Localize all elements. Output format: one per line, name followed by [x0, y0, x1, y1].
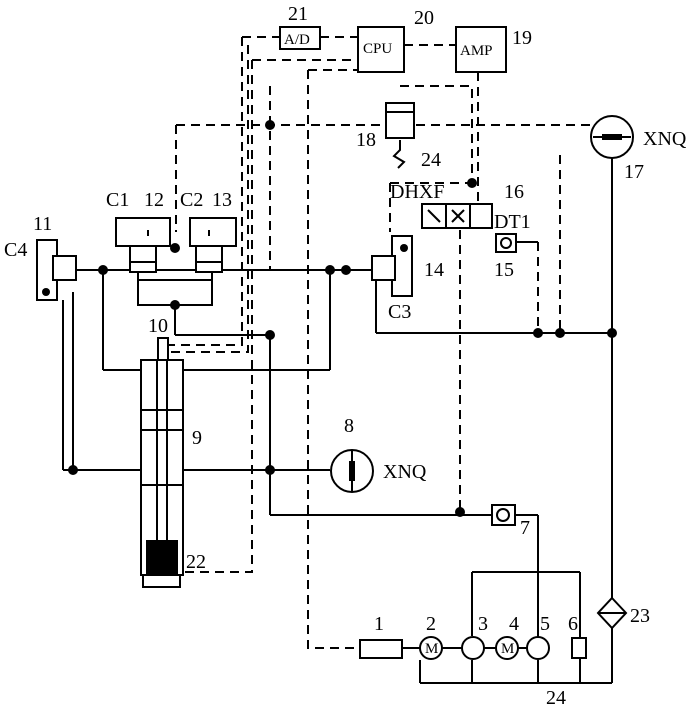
pump-group: M M	[359, 636, 587, 660]
label-8: 8	[344, 415, 354, 437]
label-16: 16	[504, 181, 524, 203]
label-7: 7	[520, 517, 530, 539]
label-3: 3	[478, 613, 488, 635]
c3-label: C3	[388, 301, 411, 323]
ad-converter: A/D	[279, 26, 321, 50]
c4-label: C4	[4, 239, 27, 261]
valve-11	[36, 239, 77, 301]
cpu-label: CPU	[363, 41, 392, 57]
label-24-top: 24	[421, 149, 441, 171]
xnq-8-label: XNQ	[383, 461, 427, 483]
cylinder-9	[140, 337, 184, 588]
check-valve-15	[495, 233, 517, 253]
label-9: 9	[192, 427, 202, 449]
valve-14	[371, 235, 413, 297]
ad-label: A/D	[284, 32, 310, 48]
svg-text:M: M	[501, 641, 514, 657]
label-14: 14	[424, 259, 444, 281]
c1-label: C1	[106, 189, 129, 211]
label-23: 23	[630, 605, 650, 627]
label-19: 19	[512, 27, 532, 49]
label-22: 22	[186, 551, 206, 573]
label-13: 13	[212, 189, 232, 211]
tank-18	[385, 102, 415, 169]
label-17: 17	[624, 161, 644, 183]
amp-label: AMP	[460, 43, 493, 59]
label-11: 11	[33, 213, 52, 235]
hydraulic-lines	[62, 155, 613, 684]
dhxf-label: DHXF	[390, 181, 444, 203]
label-20: 20	[414, 7, 434, 29]
label-12: 12	[144, 189, 164, 211]
directional-valve-16	[421, 203, 493, 229]
label-21: 21	[288, 3, 308, 25]
accumulator-17: XNQ	[590, 115, 687, 159]
component-labels: 21 20 19 18 24 DHXF 16 DT1 17 C1 12 C2 1…	[4, 3, 650, 709]
label-1: 1	[374, 613, 384, 635]
label-24-bottom: 24	[546, 687, 566, 709]
c2-label: C2	[180, 189, 203, 211]
label-10: 10	[148, 315, 168, 337]
label-18: 18	[356, 129, 376, 151]
dt1-label: DT1	[494, 211, 531, 233]
label-6: 6	[568, 613, 578, 635]
amp-box: AMP	[455, 26, 507, 73]
filter-23	[596, 596, 628, 630]
junction-dots	[42, 120, 617, 517]
cpu-box: CPU	[357, 26, 405, 73]
label-2: 2	[426, 613, 436, 635]
signal-lines	[168, 36, 590, 649]
label-15: 15	[494, 259, 514, 281]
check-valve-7	[491, 504, 516, 526]
accumulator-8: XNQ	[330, 449, 427, 493]
valve-block	[115, 217, 237, 306]
label-4: 4	[509, 613, 519, 635]
xnq-17-label: XNQ	[643, 128, 687, 150]
label-5: 5	[540, 613, 550, 635]
svg-text:M: M	[425, 641, 438, 657]
